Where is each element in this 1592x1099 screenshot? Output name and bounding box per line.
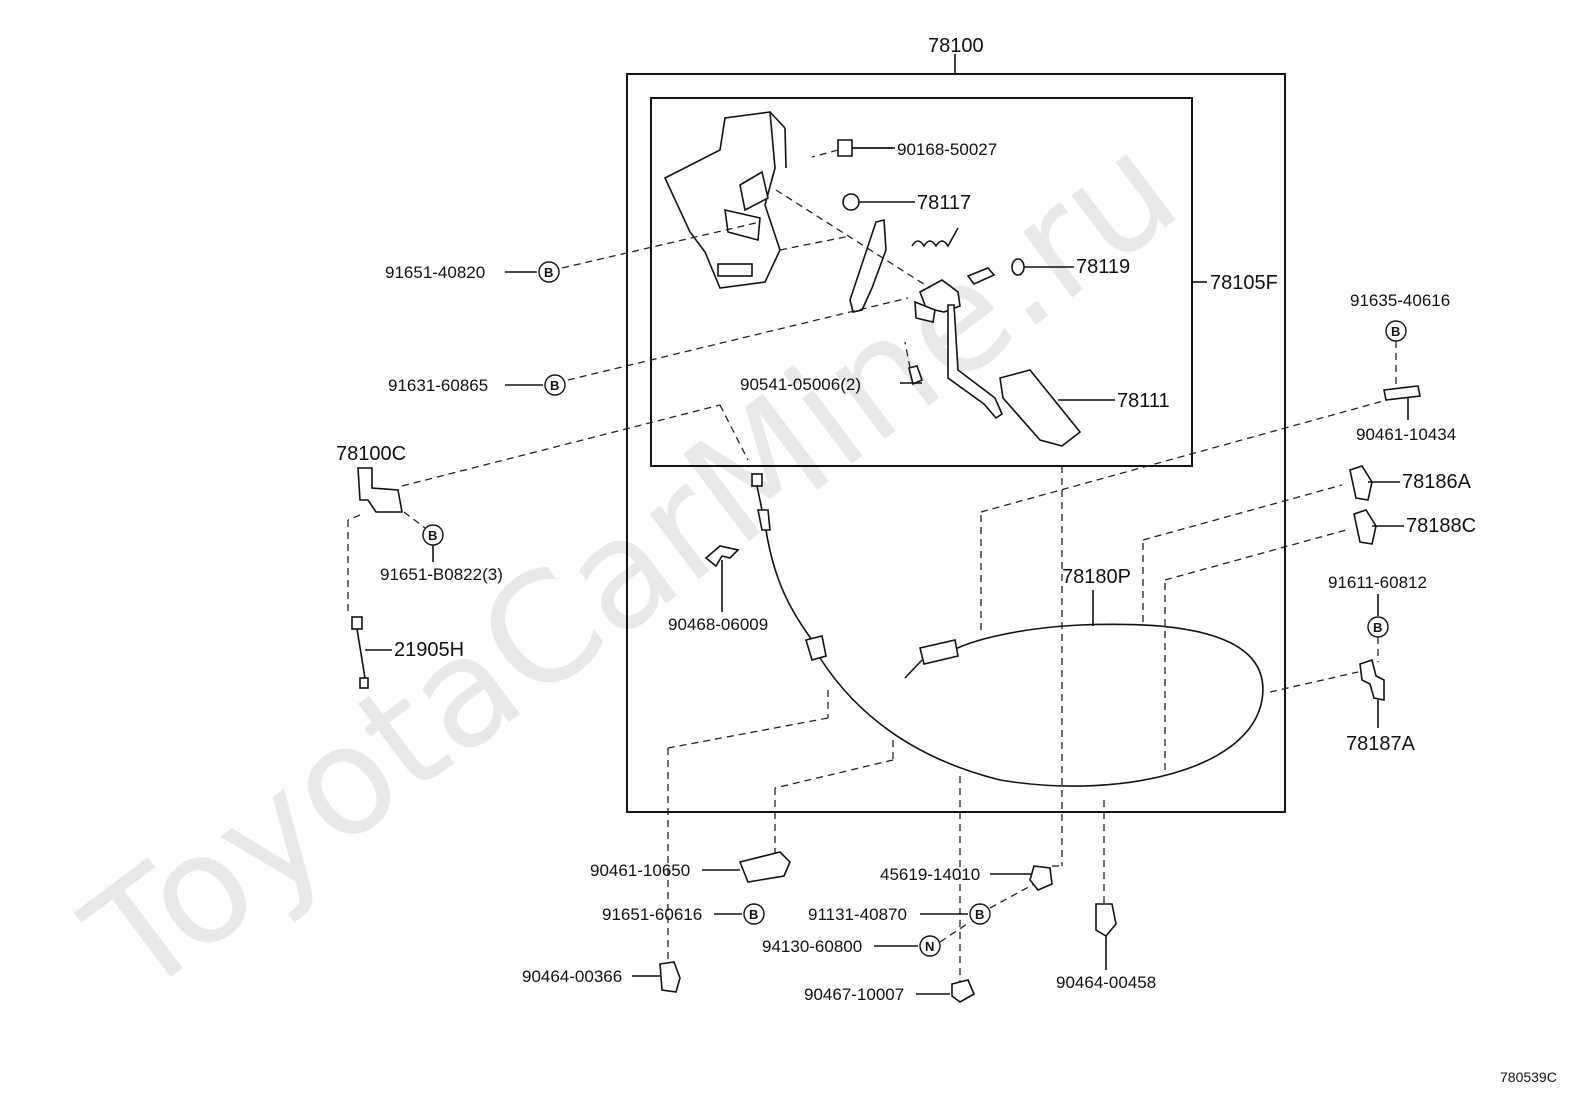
bolt-marker-91651-40820: B xyxy=(538,261,560,283)
clip-78117 xyxy=(842,193,860,211)
label-45619-14010[interactable]: 45619-14010 xyxy=(880,865,980,884)
label-90467-10007[interactable]: 90467-10007 xyxy=(804,985,904,1004)
pedal-pad-78111 xyxy=(999,369,1082,447)
bracket-78100C xyxy=(357,467,403,513)
bolt-marker-91651-B0822: B xyxy=(422,524,444,546)
label-90468-06009[interactable]: 90468-06009 xyxy=(668,615,768,634)
label-78105F[interactable]: 78105F xyxy=(1210,272,1278,294)
label-91611-60812[interactable]: 91611-60812 xyxy=(1328,573,1427,592)
screw-90541-05006 xyxy=(908,365,924,386)
label-94130-60800[interactable]: 94130-60800 xyxy=(762,937,862,956)
label-78180P[interactable]: 78180P xyxy=(1062,566,1131,588)
bracket-78187A xyxy=(1359,658,1385,701)
bolt-marker-91635-40616: B xyxy=(1385,320,1407,342)
bolt-marker-91611-60812: B xyxy=(1367,616,1389,638)
svg-text:B: B xyxy=(975,907,984,922)
svg-text:B: B xyxy=(749,907,758,922)
diagram-code: 780539C xyxy=(1500,1069,1557,1085)
label-91131-40870[interactable]: 91131-40870 xyxy=(808,905,907,924)
accelerator-link-cable xyxy=(751,473,1264,787)
svg-text:B: B xyxy=(428,528,437,543)
label-21905H[interactable]: 21905H xyxy=(394,639,464,661)
label-78100[interactable]: 78100 xyxy=(928,35,984,57)
svg-text:B: B xyxy=(1391,324,1400,339)
svg-text:B: B xyxy=(544,265,553,280)
label-90168-50027[interactable]: 90168-50027 xyxy=(897,140,997,159)
bolt-marker-91131-40870: B xyxy=(969,903,991,925)
label-78100C[interactable]: 78100C xyxy=(336,443,406,465)
label-90464-00366[interactable]: 90464-00366 xyxy=(522,967,622,986)
pedal-bracket xyxy=(663,111,787,289)
label-91651-40820[interactable]: 91651-40820 xyxy=(385,263,485,282)
clip-90467-10007 xyxy=(951,979,976,1003)
watermark: ToyotaCarMine.ru xyxy=(56,101,1208,1029)
bushing xyxy=(966,267,996,285)
nut-marker-94130-60800: N xyxy=(919,935,941,957)
label-78119[interactable]: 78119 xyxy=(1076,256,1130,278)
clip-90464-00366 xyxy=(659,961,681,993)
clamp-78188C xyxy=(1353,509,1377,545)
label-78187A[interactable]: 78187A xyxy=(1346,733,1416,755)
pedal-lever xyxy=(849,218,887,313)
label-78111[interactable]: 78111 xyxy=(1117,390,1170,412)
svg-text:B: B xyxy=(1373,620,1382,635)
clamp-90461-10434 xyxy=(1383,385,1421,401)
label-91635-40616[interactable]: 91635-40616 xyxy=(1350,291,1450,310)
label-91651-B0822[interactable]: 91651-B0822(3) xyxy=(380,565,503,584)
bolt-marker-91651-60616: B xyxy=(743,903,765,925)
bolt-marker-91631-60865: B xyxy=(544,374,566,396)
label-90464-00458[interactable]: 90464-00458 xyxy=(1056,973,1156,992)
clamp-90461-10650 xyxy=(738,851,791,883)
rod-21905H xyxy=(351,616,369,689)
label-78117[interactable]: 78117 xyxy=(917,192,971,214)
label-91651-60616[interactable]: 91651-60616 xyxy=(602,905,702,924)
assembly-frame-outer xyxy=(626,73,1286,813)
label-91631-60865[interactable]: 91631-60865 xyxy=(388,376,488,395)
clip-90464-00458 xyxy=(1095,903,1117,938)
label-90541-05006[interactable]: 90541-05006(2) xyxy=(740,375,861,394)
label-78188C[interactable]: 78188C xyxy=(1406,515,1476,537)
svg-text:N: N xyxy=(925,939,934,954)
stopper-45619-14010 xyxy=(1029,865,1053,891)
return-spring xyxy=(911,227,959,248)
label-78186A[interactable]: 78186A xyxy=(1402,471,1472,493)
collar-78119 xyxy=(1011,258,1025,276)
clip-90468-06009 xyxy=(704,545,740,568)
svg-text:B: B xyxy=(550,378,559,393)
label-90461-10434[interactable]: 90461-10434 xyxy=(1356,425,1456,444)
label-90461-10650[interactable]: 90461-10650 xyxy=(590,861,690,880)
clamp-78186A xyxy=(1349,465,1373,501)
